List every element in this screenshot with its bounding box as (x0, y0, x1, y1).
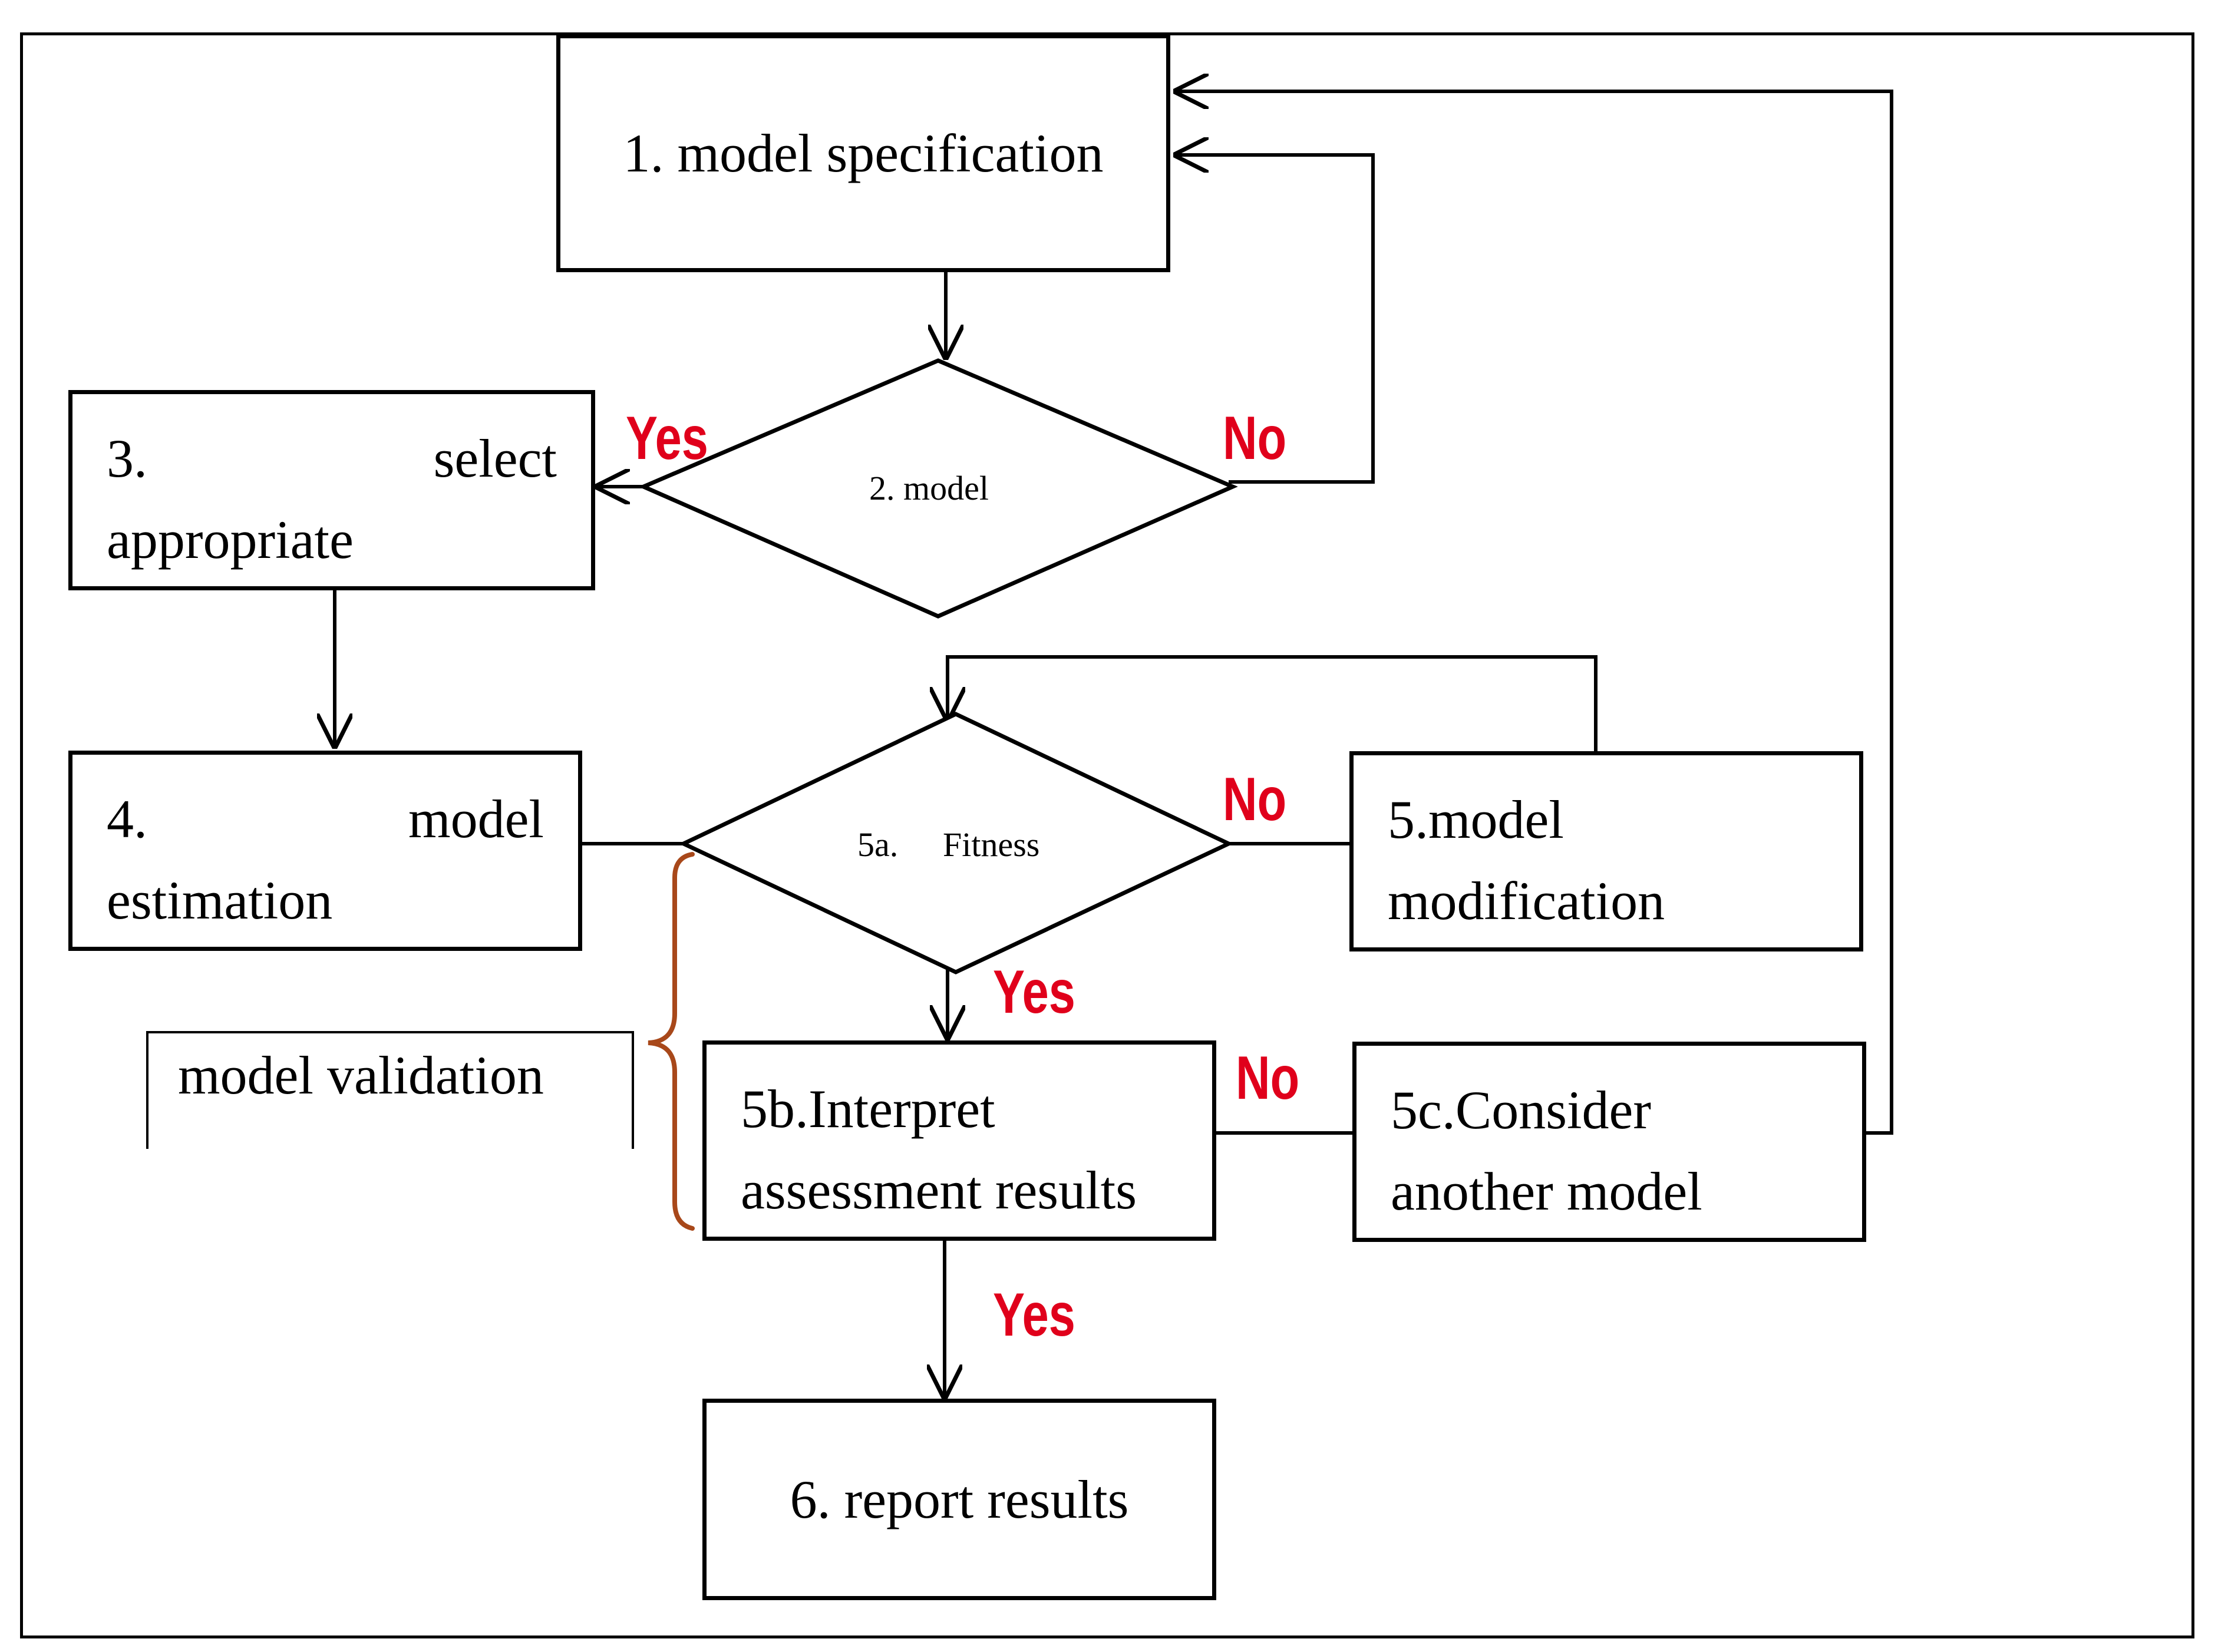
select-text-word: select (433, 428, 557, 488)
report-text: 6. report results (790, 1469, 1129, 1529)
label-no-spec: No (1223, 404, 1287, 473)
estimation-text-num: 4. (107, 789, 147, 849)
consider-text-line2: another model (1391, 1161, 1702, 1221)
arrow-consider-to-spec (1177, 91, 1893, 1135)
model-validation-text: model validation (178, 1045, 544, 1105)
label-no-modification: No (1223, 765, 1287, 834)
model-validation-label: model validation (146, 1031, 634, 1149)
interpret-text-line2: assessment results (741, 1160, 1137, 1220)
arrow-modification-to-fitness (948, 655, 1598, 751)
interpret-text-line1: 5b.Interpret (741, 1079, 995, 1139)
label-no-consider: No (1236, 1044, 1300, 1112)
select-text-num: 3. (107, 428, 147, 488)
label-yes-interpret: Yes (993, 958, 1075, 1026)
validation-brace (648, 852, 695, 1231)
arrow-model-to-spec (1177, 155, 1375, 484)
decision-model-diamond (638, 358, 1238, 619)
consider-text-line1: 5c.Consider (1391, 1080, 1652, 1140)
select-appropriate-box: 3. select appropriate (68, 390, 595, 590)
modification-text-line1: 5.model (1388, 789, 1564, 850)
interpret-results-box: 5b.Interpret assessment results (702, 1040, 1216, 1241)
select-text-line2: appropriate (107, 510, 354, 570)
model-specification-box: 1. model specification (556, 34, 1170, 272)
report-results-box: 6. report results (702, 1399, 1216, 1600)
decision-fitness-word: Fitness (943, 825, 1040, 864)
consider-another-model-box: 5c.Consider another model (1352, 1042, 1866, 1242)
model-modification-box: 5.model modification (1349, 751, 1863, 951)
model-estimation-box: 4. model estimation (68, 751, 582, 951)
modification-text-line2: modification (1388, 871, 1665, 931)
label-yes-select: Yes (626, 404, 708, 473)
decision-model-text: 2. model (869, 469, 989, 507)
decision-fitness-num: 5a. (857, 825, 899, 864)
estimation-text-word: model (408, 789, 544, 849)
estimation-text-line2: estimation (107, 870, 333, 930)
diagram-frame (20, 32, 2194, 1638)
decision-fitness-diamond (678, 712, 1234, 974)
model-specification-text: 1. model specification (623, 123, 1104, 183)
label-yes-report: Yes (993, 1281, 1075, 1349)
